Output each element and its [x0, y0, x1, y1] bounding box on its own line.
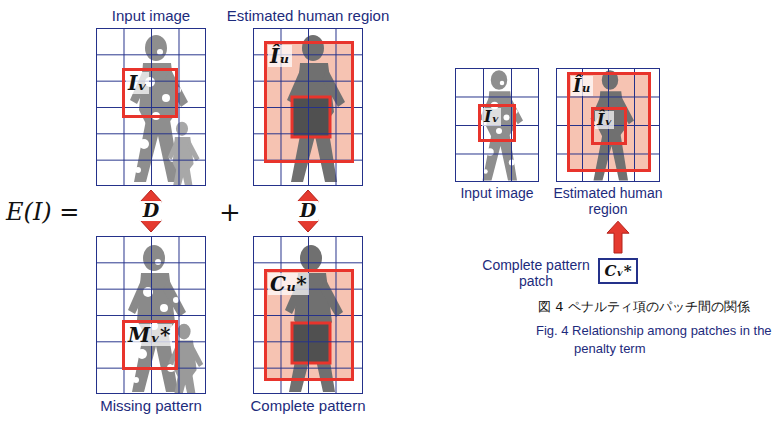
panel-title: Complete pattern	[250, 397, 365, 414]
photo-ground	[455, 68, 539, 182]
math-symbol: Iᵥ	[126, 72, 149, 94]
patch-heading: Complete pattern patch	[478, 257, 594, 289]
photo-ground	[96, 236, 206, 394]
photo-ground	[253, 236, 363, 394]
math-symbol: Cᵤ*	[268, 273, 309, 295]
english-caption: Fig. 4 Relationship among patches in the…	[536, 322, 772, 357]
estimated-photo	[253, 28, 363, 186]
patch-grid	[556, 68, 660, 182]
image-panel: Estimated human regionÎᵤÎᵥ	[556, 68, 660, 182]
panel-title: Estimated human region	[227, 7, 390, 24]
patch-box: ÎᵤÎᵥ	[567, 72, 651, 172]
patch-grid	[253, 28, 363, 186]
photo-ground	[96, 28, 206, 186]
panel-title: Input image	[112, 7, 190, 24]
math-symbol: Iᵥ	[482, 108, 501, 126]
distance-arrow	[140, 190, 162, 232]
image-panel: Missing patternMᵥ*	[96, 236, 206, 394]
patch-grid	[96, 236, 206, 394]
missing-photo	[96, 236, 206, 412]
image-panel: Input imageIᵥ	[96, 28, 206, 186]
equation-lhs: E(I) =	[6, 198, 79, 226]
panel-title: Input image	[460, 185, 533, 201]
photo-ground	[556, 68, 660, 182]
math-symbol: Îᵥ	[595, 111, 614, 129]
math-symbol: Cᵥ*	[602, 263, 633, 280]
patch-box: Îᵥ	[591, 107, 627, 145]
math-symbol: Îᵤ	[571, 76, 593, 96]
panel-title: Estimated human region	[546, 185, 670, 217]
panel-title: Missing pattern	[100, 397, 202, 414]
input-photo	[455, 68, 539, 182]
insert-arrow	[607, 221, 629, 253]
image-panel: Input imageIᵥ	[455, 68, 539, 182]
math-symbol: Mᵥ*	[126, 324, 172, 346]
complete-photo	[253, 236, 363, 394]
distance-label: D	[297, 201, 319, 221]
patch-box: Iᵥ	[478, 104, 516, 142]
image-panel: Estimated human regionÎᵤ	[253, 28, 363, 186]
math-symbol: Îᵤ	[268, 45, 292, 67]
pattern-patch: Complete pattern patchCᵥ*	[598, 258, 638, 284]
photo-ground	[253, 28, 363, 186]
plus-sign: +	[219, 197, 241, 227]
patch-box: Cᵤ*	[264, 269, 354, 381]
figure-caption: 図 4 ペナルティ項のパッチ間の関係	[538, 298, 750, 316]
patch-box: Îᵤ	[264, 41, 354, 163]
patch-grid	[96, 28, 206, 186]
patch-grid	[253, 236, 363, 394]
image-panel: Complete patternCᵤ*	[253, 236, 363, 394]
patch-box: Iᵥ	[122, 68, 178, 118]
input-photo	[96, 28, 206, 203]
distance-label: D	[140, 201, 162, 221]
patch-box: Mᵥ*	[122, 320, 178, 370]
distance-arrow	[297, 190, 319, 232]
estimated-photo	[556, 68, 660, 182]
patch-grid	[455, 68, 539, 182]
